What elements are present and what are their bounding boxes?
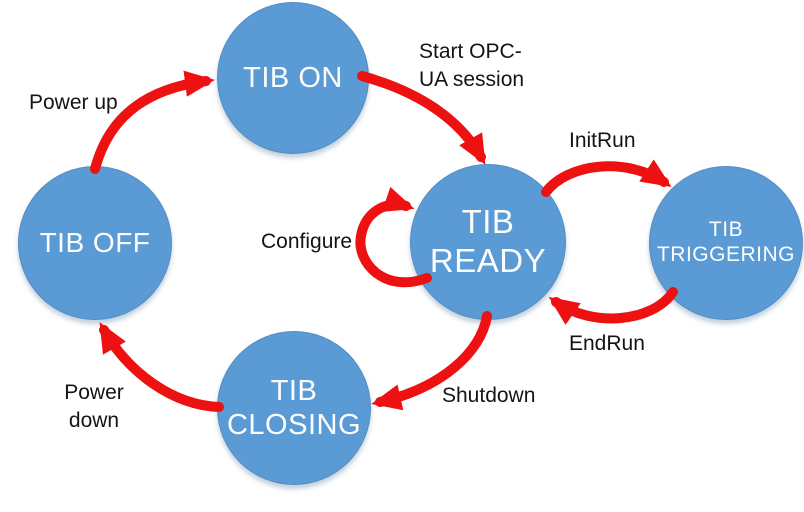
transition-label-line: Power xyxy=(64,381,124,404)
transition-label-shutdown: Shutdown xyxy=(442,382,552,410)
state-node-label-line: CLOSING xyxy=(226,409,362,441)
transition-arrow-init-run xyxy=(541,159,672,197)
transition-label-line: EndRun xyxy=(569,332,645,355)
transition-label-power-up: Power up xyxy=(29,89,139,117)
state-node-label-line: TIB xyxy=(708,218,744,242)
state-node-label-line: TIB xyxy=(270,374,318,407)
transition-label-line: Start OPC- xyxy=(419,40,522,63)
state-node-label-line: TIB ON xyxy=(243,61,343,94)
transition-label-init-run: InitRun xyxy=(569,127,659,155)
transition-label-line: Power up xyxy=(29,91,118,114)
transition-label-end-run: EndRun xyxy=(569,330,659,358)
state-node-label-line: TIB OFF xyxy=(39,227,151,259)
transition-label-line: down xyxy=(68,409,120,432)
transition-label-line: Configure xyxy=(261,230,353,253)
transition-label-line: Shutdown xyxy=(442,384,536,407)
state-node-tib-off: TIB OFF xyxy=(18,166,172,320)
transition-label-configure: Configure xyxy=(261,228,361,256)
transition-label-line: InitRun xyxy=(569,129,636,152)
state-node-label-line: TRIGGERING xyxy=(656,243,795,266)
transition-label-line: UA session xyxy=(419,68,525,91)
state-node-tib-on: TIB ON xyxy=(217,2,369,154)
transition-label-start-opc-ua-session: Start OPC- UA session xyxy=(419,38,539,94)
state-node-label-line: READY xyxy=(429,242,547,279)
state-node-label-line: TIB xyxy=(461,203,515,241)
transition-label-power-down: Power down xyxy=(54,379,134,435)
transition-arrow-end-run xyxy=(548,287,678,325)
